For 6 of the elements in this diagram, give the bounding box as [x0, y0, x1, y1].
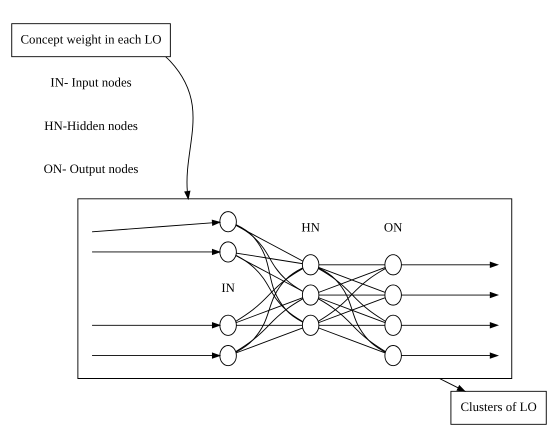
label: ON- Output nodes [44, 162, 138, 176]
label: IN- Input nodes [50, 76, 132, 90]
label: ON [384, 220, 402, 235]
label: IN [221, 281, 235, 296]
label: HN [301, 220, 320, 235]
label: HN-Hidden nodes [44, 118, 138, 133]
